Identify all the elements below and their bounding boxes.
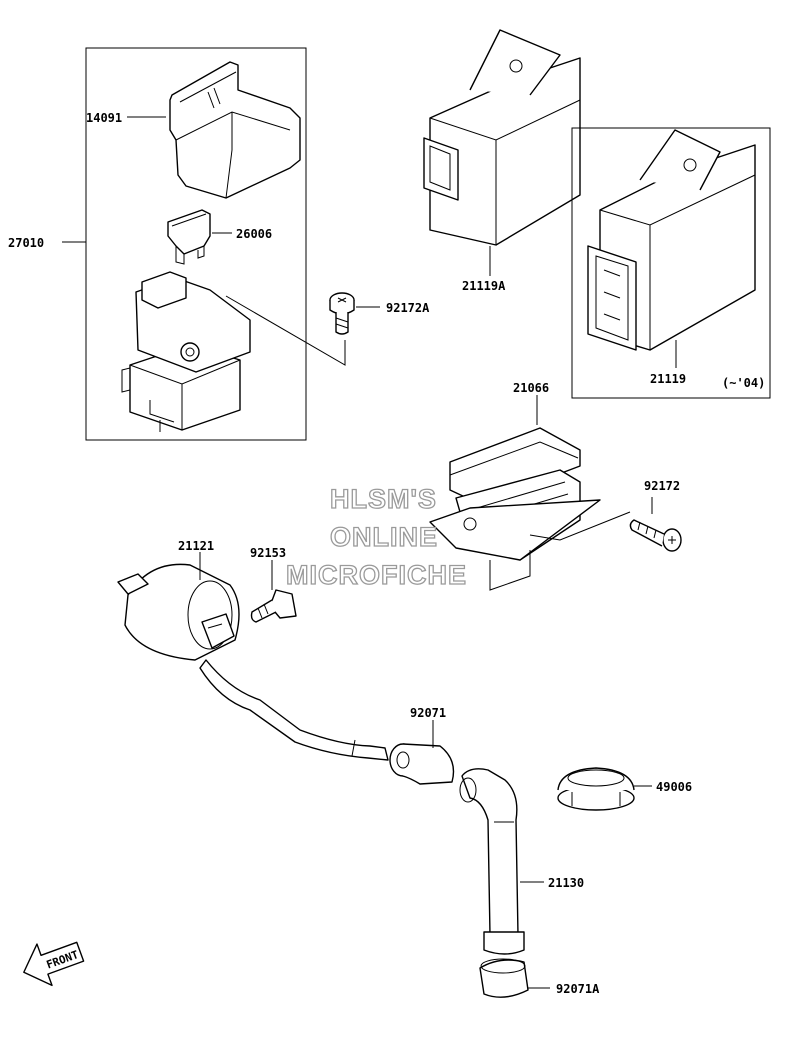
callout-14091: 14091 [86, 111, 122, 125]
callout-21130: 21130 [548, 876, 584, 890]
watermark-line-3: MICROFICHE [286, 560, 467, 590]
callout-27010: 27010 [8, 236, 44, 250]
callout-21119a: 21119A [462, 279, 506, 293]
relay-assembly-group [62, 47, 346, 441]
callout-21066: 21066 [513, 381, 549, 395]
plug-cap-seal [389, 743, 455, 785]
cdi-21119-frame [571, 127, 771, 399]
relay-cover [169, 61, 301, 199]
callout-26006: 26006 [236, 227, 272, 241]
watermark-line-1: HLSM'S [330, 484, 437, 514]
callout-92071: 92071 [410, 706, 446, 720]
callout-21119-note: (~'04) [722, 376, 765, 390]
regulator-rectifier [429, 427, 601, 591]
callout-92172a: 92172A [386, 301, 430, 315]
starter-relay [121, 271, 251, 432]
cap-92071a [479, 958, 529, 998]
bolt-92172a [329, 292, 355, 335]
screw-92172 [629, 519, 682, 552]
callout-49006: 49006 [656, 780, 692, 794]
watermark: HLSM'S ONLINE MICROFICHE [285, 483, 467, 590]
grommet [557, 767, 635, 811]
callout-92153: 92153 [250, 546, 286, 560]
bolt-92153 [250, 589, 297, 623]
callout-92071a: 92071A [556, 982, 600, 996]
cdi-unit-21119 [587, 129, 756, 351]
relay-assembly-frame [85, 47, 307, 441]
watermark-line-2: ONLINE [330, 522, 438, 552]
callout-92172: 92172 [644, 479, 680, 493]
callout-21119: 21119 [650, 372, 686, 386]
front-arrow-icon: FRONT [23, 941, 85, 987]
callout-21121: 21121 [178, 539, 214, 553]
spark-plug-cap [459, 768, 525, 955]
cdi-unit-21119a [423, 29, 581, 246]
fuse [167, 209, 211, 265]
ignition-coil [117, 563, 389, 761]
